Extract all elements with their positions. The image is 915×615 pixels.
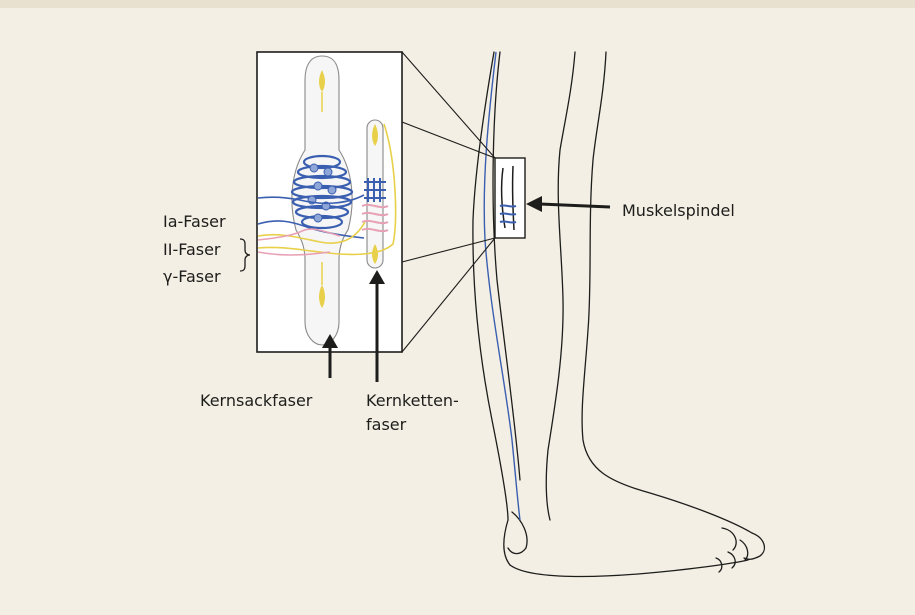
leg-nerve-line bbox=[484, 52, 520, 520]
label-muscle-spindle: Muskelspindel bbox=[622, 200, 735, 221]
spindle-location-box bbox=[495, 158, 525, 238]
leg-outline bbox=[473, 52, 764, 576]
label-ii-fiber: II-Faser bbox=[163, 239, 221, 260]
label-nuclear-chain-fiber-line2: faser bbox=[366, 414, 406, 435]
fiber-group-brace bbox=[240, 239, 250, 271]
spindle-detail-box bbox=[257, 52, 402, 352]
label-ia-fiber: Ia-Faser bbox=[163, 211, 226, 232]
label-gamma-fiber: γ-Faser bbox=[163, 266, 221, 287]
zoom-lines bbox=[402, 52, 495, 352]
label-nuclear-bag-fiber: Kernsackfaser bbox=[200, 390, 312, 411]
label-nuclear-chain-fiber-line1: Kernketten- bbox=[366, 390, 459, 411]
